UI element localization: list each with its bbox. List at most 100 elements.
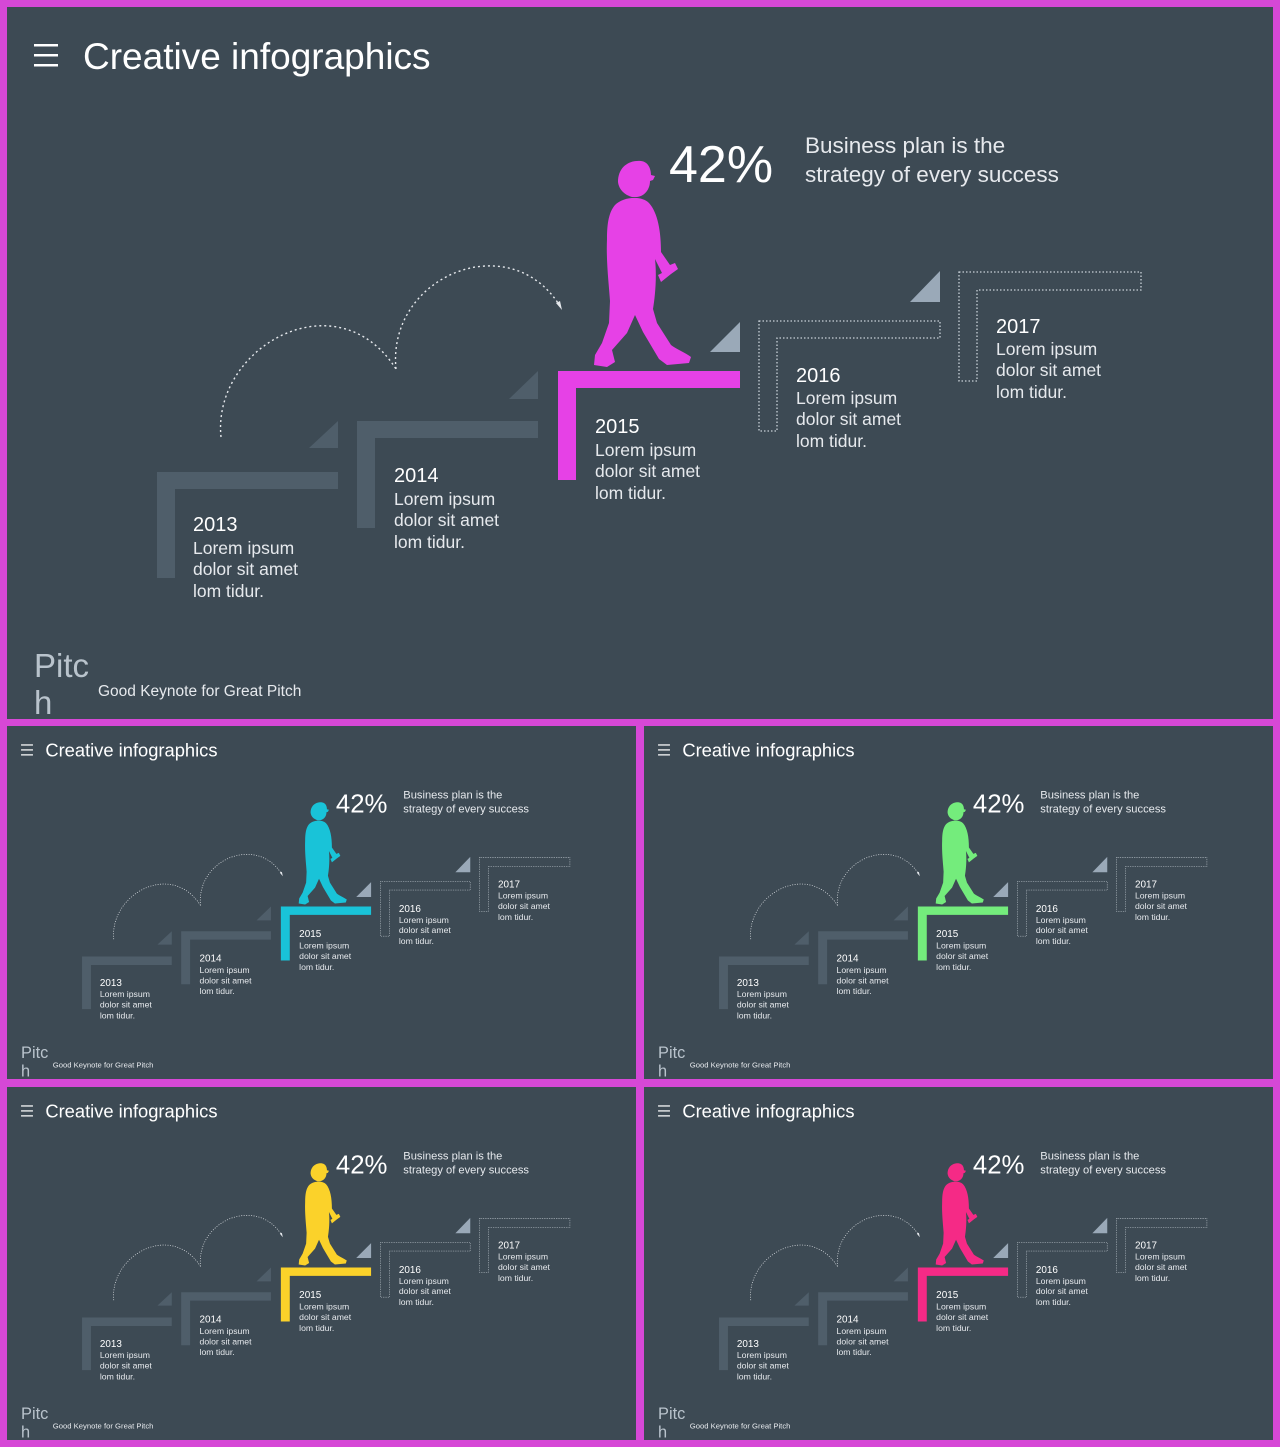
step-text-line1: Lorem ipsum	[100, 989, 150, 999]
slide-title: Creative infographics	[682, 740, 854, 761]
step-year: 2013	[737, 1339, 760, 1350]
step-corner-triangle	[455, 856, 471, 873]
step-text-line2: dolor sit amet	[498, 901, 551, 911]
step-text-line1: Lorem ipsum	[399, 915, 449, 925]
dotted-jump-arc	[750, 883, 838, 940]
hamburger-menu-icon[interactable]	[658, 744, 670, 756]
step-text-line3: lom tidur.	[399, 936, 434, 946]
brand-tagline: Good Keynote for Great Pitch	[98, 683, 301, 700]
step-text-line1: Lorem ipsum	[595, 440, 696, 460]
stat-value: 42%	[973, 791, 1025, 819]
step-text-line1: Lorem ipsum	[936, 1302, 986, 1312]
slide-main: Creative infographics 2013 Lorem ipsum d…	[7, 7, 1273, 719]
slide-thumbnail-green[interactable]: Creative infographics 2013 Lorem ipsum d…	[644, 726, 1273, 1079]
dotted-jump-arc	[219, 325, 397, 438]
step-2013: 2013 Lorem ipsum dolor sit amet lom tidu…	[157, 421, 338, 601]
brand-logo-line1: Pitc	[658, 1044, 685, 1062]
step-corner-triangle	[157, 931, 172, 945]
step-corner-triangle	[256, 1267, 271, 1282]
step-corner-triangle	[993, 882, 1009, 898]
slide-thumbnail-cyan[interactable]: Creative infographics 2013 Lorem ipsum d…	[7, 726, 636, 1079]
step-year: 2016	[1036, 1265, 1059, 1276]
step-bracket	[818, 1292, 908, 1346]
step-2014: 2014 Lorem ipsum dolor sit amet lom tidu…	[357, 371, 538, 552]
slide-thumbnail-yellow[interactable]: Creative infographics 2013 Lorem ipsum d…	[7, 1087, 636, 1440]
step-text-line2: dolor sit amet	[595, 461, 700, 481]
step-bracket-highlighted	[558, 371, 740, 480]
step-text-line2: dolor sit amet	[100, 1361, 153, 1371]
step-year: 2017	[498, 880, 521, 891]
step-text-line3: lom tidur.	[498, 1273, 533, 1283]
step-bracket-highlighted	[917, 1267, 1009, 1322]
step-text-line2: dolor sit amet	[837, 975, 890, 985]
step-text-line2: dolor sit amet	[796, 409, 901, 429]
step-text-line1: Lorem ipsum	[837, 965, 887, 975]
step-bracket-outline	[1017, 881, 1108, 937]
walking-person-icon	[298, 802, 347, 905]
step-year: 2017	[996, 316, 1041, 338]
step-year: 2016	[399, 904, 422, 915]
step-year: 2014	[200, 953, 223, 964]
stat-caption-line1: Business plan is the	[403, 789, 502, 801]
step-text-line3: lom tidur.	[299, 962, 334, 972]
stat-value: 42%	[973, 1152, 1025, 1180]
step-2015: 2015 Lorem ipsum dolor sit amet lom tidu…	[558, 322, 740, 503]
step-year: 2017	[498, 1241, 521, 1252]
walking-person-icon	[935, 802, 984, 905]
hamburger-menu-icon[interactable]	[21, 744, 33, 756]
step-text-line1: Lorem ipsum	[193, 538, 294, 558]
step-text-line3: lom tidur.	[100, 1372, 135, 1382]
brand-tagline: Good Keynote for Great Pitch	[690, 1061, 791, 1070]
hamburger-menu-icon[interactable]	[658, 1105, 670, 1117]
step-year: 2014	[837, 1314, 860, 1325]
step-text-line2: dolor sit amet	[996, 360, 1101, 380]
step-bracket-highlighted	[280, 1267, 372, 1322]
step-bracket	[181, 931, 271, 985]
brand-logo-line2: h	[21, 1424, 30, 1440]
slide-thumbnail-canvas: Creative infographics 2013 Lorem ipsum d…	[658, 740, 1208, 1079]
slide-title: Creative infographics	[45, 1101, 217, 1122]
brand-logo-line2: h	[21, 1063, 30, 1079]
dotted-jump-arc	[113, 1244, 201, 1301]
step-text-line3: lom tidur.	[837, 1347, 872, 1357]
brand-logo-line2: h	[34, 684, 52, 719]
stat-caption-line2: strategy of every success	[403, 804, 529, 816]
dotted-jump-arc	[113, 883, 201, 940]
step-text-line3: lom tidur.	[299, 1323, 334, 1333]
step-2013: 2013 Lorem ipsum dolor sit amet lom tidu…	[719, 1292, 809, 1382]
step-bracket	[82, 1317, 172, 1371]
step-text-line3: lom tidur.	[737, 1372, 772, 1382]
step-text-line2: dolor sit amet	[394, 510, 499, 530]
step-text-line2: dolor sit amet	[936, 951, 989, 961]
brand-logo-line1: Pitc	[21, 1044, 48, 1062]
step-corner-triangle	[1092, 856, 1108, 873]
arc-arrowhead	[279, 871, 283, 877]
step-text-line1: Lorem ipsum	[1135, 1252, 1185, 1262]
step-text-line2: dolor sit amet	[498, 1262, 551, 1272]
slide-thumbnail-canvas: Creative infographics 2013 Lorem ipsum d…	[658, 1101, 1208, 1440]
walking-person-icon	[594, 160, 691, 367]
step-text-line1: Lorem ipsum	[1036, 1276, 1086, 1286]
hamburger-menu-icon[interactable]	[34, 44, 58, 67]
brand-tagline: Good Keynote for Great Pitch	[53, 1422, 154, 1431]
step-2016: 2016 Lorem ipsum dolor sit amet lom tidu…	[1017, 856, 1108, 946]
walking-person-icon	[935, 1163, 984, 1266]
hamburger-menu-icon[interactable]	[21, 1105, 33, 1117]
slide-thumbnail-pink[interactable]: Creative infographics 2013 Lorem ipsum d…	[644, 1087, 1273, 1440]
dotted-jump-arc	[200, 854, 282, 906]
step-corner-triangle	[893, 1267, 908, 1282]
step-text-line1: Lorem ipsum	[837, 1326, 887, 1336]
arc-arrowhead	[556, 301, 562, 310]
step-bracket-highlighted	[917, 906, 1009, 961]
step-2016: 2016 Lorem ipsum dolor sit amet lom tidu…	[380, 1217, 471, 1307]
slide-thumbnail-canvas: Creative infographics 2013 Lorem ipsum d…	[21, 740, 571, 1079]
dotted-jump-arc	[200, 1215, 282, 1267]
step-2014: 2014 Lorem ipsum dolor sit amet lom tidu…	[181, 906, 271, 996]
step-corner-triangle	[509, 371, 538, 399]
step-text-line2: dolor sit amet	[737, 1361, 790, 1371]
step-year: 2017	[1135, 1241, 1158, 1252]
step-bracket	[181, 1292, 271, 1346]
step-year: 2015	[299, 1290, 322, 1301]
stat-value: 42%	[669, 136, 773, 194]
step-text-line3: lom tidur.	[1135, 1273, 1170, 1283]
